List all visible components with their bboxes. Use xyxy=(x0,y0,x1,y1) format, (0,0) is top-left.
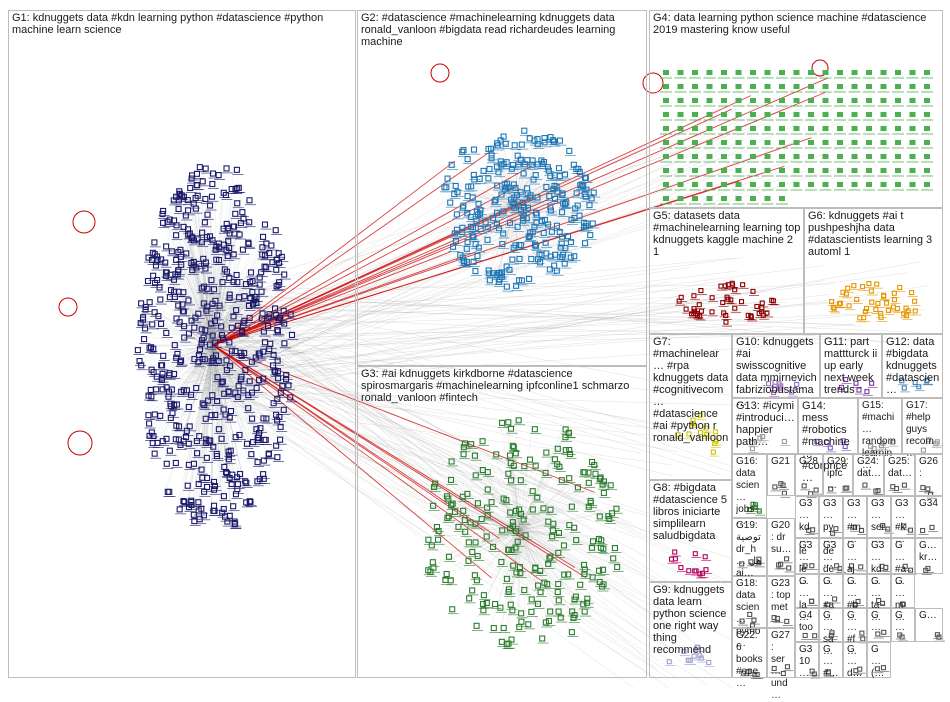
group-label: G… xyxy=(919,610,940,622)
group-label: G11: part mattturck ii up early next wee… xyxy=(824,336,879,396)
group-box-g18[interactable]: G18: data scien… pytho… xyxy=(732,576,767,628)
group-label: G24: dat… xyxy=(857,456,881,480)
group-box-g44[interactable]: G… #a… xyxy=(819,574,843,608)
group-box-g22[interactable]: G22: 6 books #ope… xyxy=(732,628,767,678)
group-box-g39[interactable]: G3… kd… xyxy=(867,538,891,574)
group-box-g30[interactable]: G3… kd… le… xyxy=(795,496,819,538)
group-box-g9[interactable]: G9: kdnuggets data learn python science … xyxy=(649,582,732,678)
group-label: G8: #bigdata #datascience 5 libros inici… xyxy=(653,482,729,542)
group-box-g36[interactable]: G3… le… xyxy=(795,538,819,574)
group-label: G… #… xyxy=(823,644,840,680)
group-label: G… kr… xyxy=(919,540,940,564)
group-label: G3: #ai kdnuggets kirkdborne #datascienc… xyxy=(361,368,644,404)
group-box-g53[interactable]: G… xyxy=(915,608,943,642)
group-box-g56[interactable]: G… (… xyxy=(867,642,891,678)
group-box-g37[interactable]: G3… de… xyxy=(819,538,843,574)
group-box-g17[interactable]: G17: #help guys recom… xyxy=(902,398,943,454)
group-label: G… d… xyxy=(847,644,864,680)
group-box-g55[interactable]: G… d… xyxy=(843,642,867,678)
group-box-g8[interactable]: G8: #bigdata #datascience 5 libros inici… xyxy=(649,480,732,582)
group-box-g49[interactable]: G… sa… xyxy=(819,608,843,642)
group-box-g40[interactable]: G… #a… xyxy=(891,538,915,574)
group-label: G29: ipfc… xyxy=(827,456,850,492)
group-box-g52[interactable]: G… xyxy=(891,608,915,642)
group-label: G… xyxy=(871,610,888,634)
group-label: G9: kdnuggets data learn python science … xyxy=(653,584,729,656)
group-box-g13[interactable]: G13: #icymi #introduci… happier path… xyxy=(732,398,798,454)
group-label: G4 too xyxy=(799,610,816,634)
group-label: G4: data learning python science machine… xyxy=(653,12,940,36)
group-box-g35[interactable]: G34 xyxy=(915,496,943,538)
group-label: G13: #icymi #introduci… happier path… xyxy=(736,400,795,448)
group-box-g31[interactable]: G3… py… de… xyxy=(819,496,843,538)
group-box-g42[interactable]: G… la… xyxy=(795,574,819,608)
group-label: G2: #datascience #machinelearning kdnugg… xyxy=(361,12,644,48)
group-box-g5[interactable]: G5: datasets data #machinelearning learn… xyxy=(649,208,804,334)
group-box-g41[interactable]: G… kr… xyxy=(915,538,943,574)
group-label: G… xyxy=(895,610,912,634)
group-box-g20[interactable]: G20: dr su… xyxy=(767,518,795,576)
group-box-g11[interactable]: G11: part mattturck ii up early next wee… xyxy=(820,334,882,398)
group-label: G22: 6 books #ope… xyxy=(736,630,764,690)
group-box-g38[interactable]: G… aj… xyxy=(843,538,867,574)
group-box-g28[interactable]: G28 xyxy=(795,454,823,496)
group-box-g34[interactable]: G3… #k… xyxy=(891,496,915,538)
group-box-g15[interactable]: G15: #machi… random learnin… xyxy=(858,398,902,454)
group-box-g21[interactable]: G21 xyxy=(767,454,795,496)
group-label: G27: ser… und… xyxy=(771,630,792,702)
group-label: G28 xyxy=(799,456,820,468)
group-label: G17: #help guys recom… xyxy=(906,400,940,460)
group-label: G25: dat… xyxy=(888,456,912,480)
group-box-g46[interactable]: G… ta… xyxy=(867,574,891,608)
group-label: G21 xyxy=(771,456,792,468)
group-box-g29[interactable]: G29: ipfc… xyxy=(823,454,853,496)
group-box-g43[interactable]: G4 too xyxy=(795,608,819,642)
group-box-g19[interactable]: G19: توصية dr_h… هل ai… xyxy=(732,518,767,576)
group-box-g6[interactable]: G6: kdnuggets #ai t pushpeshjha data #da… xyxy=(804,208,943,334)
group-box-g54[interactable]: G… #… xyxy=(819,642,843,678)
group-label: G34 xyxy=(919,498,940,510)
group-box-g12[interactable]: G12: data #bigdata kdnuggets #datascien… xyxy=(882,334,943,398)
group-box-g3[interactable]: G3: #ai kdnuggets kirkdborne #datascienc… xyxy=(357,366,647,678)
group-box-g24[interactable]: G24: dat… xyxy=(853,454,884,496)
group-label: G26: xyxy=(919,456,940,480)
group-label: G5: datasets data #machinelearning learn… xyxy=(653,210,801,258)
group-label: G12: data #bigdata kdnuggets #datascien… xyxy=(886,336,940,396)
group-box-g32[interactable]: G3… #m… xyxy=(843,496,867,538)
group-label: G6: kdnuggets #ai t pushpeshjha data #da… xyxy=(808,210,940,258)
group-box-g47[interactable]: G… m… xyxy=(891,574,915,608)
group-box-g25[interactable]: G25: dat… xyxy=(884,454,915,496)
group-label: G1: kdnuggets data #kdn learning python … xyxy=(12,12,353,36)
group-box-g50[interactable]: G… #f… xyxy=(843,608,867,642)
group-box-g4[interactable]: G4: data learning python science machine… xyxy=(649,10,943,208)
group-box-g33[interactable]: G3… ser… xyxy=(867,496,891,538)
group-box-g7[interactable]: G7: #machinelear… #rpa kdnuggets data #c… xyxy=(649,334,732,480)
group-box-g14[interactable]: G14: mess #robotics #machine… #corpnce… xyxy=(798,398,858,454)
group-box-g23[interactable]: G23: top met… xyxy=(767,576,795,628)
group-label: G20: dr su… xyxy=(771,520,792,556)
group-label: G3 10… xyxy=(799,644,816,680)
group-box-g10[interactable]: G10: kdnuggets #ai swisscognitive data m… xyxy=(732,334,820,398)
group-label: G23: top met… xyxy=(771,578,792,626)
group-box-g51[interactable]: G… xyxy=(867,608,891,642)
group-box-g16[interactable]: G16: data scien… jobs… xyxy=(732,454,767,518)
group-box-g27[interactable]: G27: ser… und… xyxy=(767,628,795,678)
group-box-g48[interactable]: G3 10… xyxy=(795,642,819,678)
group-box-g1[interactable]: G1: kdnuggets data #kdn learning python … xyxy=(8,10,356,678)
group-label: G19: توصية dr_h… هل ai… xyxy=(736,520,764,580)
group-box-g26[interactable]: G26: xyxy=(915,454,943,496)
group-label: G7: #machinelear… #rpa kdnuggets data #c… xyxy=(653,336,729,444)
group-label: G… (… xyxy=(871,644,888,680)
group-box-g45[interactable]: G… #b… xyxy=(843,574,867,608)
group-box-g2[interactable]: G2: #datascience #machinelearning kdnugg… xyxy=(357,10,647,366)
